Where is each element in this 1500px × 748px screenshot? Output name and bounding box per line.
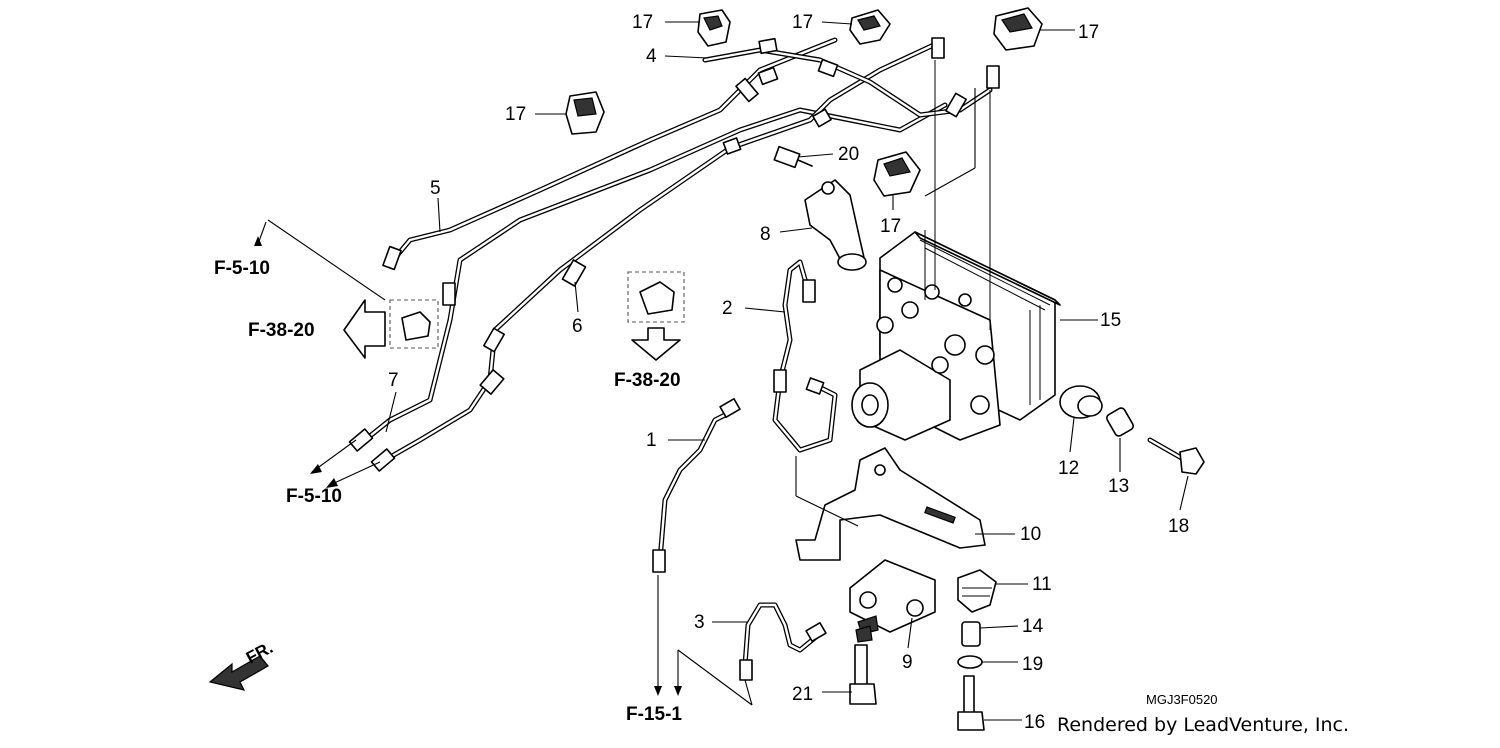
callout-2[interactable]: 2 xyxy=(722,298,733,319)
callout-18[interactable]: 18 xyxy=(1168,516,1189,537)
part-callouts: 1 2 3 4 5 6 7 8 9 10 11 12 13 14 15 16 1… xyxy=(388,12,1189,733)
callout-9[interactable]: 9 xyxy=(902,652,913,673)
ref-f-38-20-left[interactable]: F-38-20 xyxy=(248,320,315,341)
callout-3[interactable]: 3 xyxy=(694,612,705,633)
reference-arrows xyxy=(208,219,753,706)
callout-14[interactable]: 14 xyxy=(1022,616,1044,637)
joint-and-bolt xyxy=(773,145,867,271)
callout-17-left[interactable]: 17 xyxy=(505,104,526,125)
section-references: F-5-10 F-38-20 F-5-10 F-38-20 F-15-1 xyxy=(214,258,682,725)
pipe-clamps xyxy=(565,7,1043,197)
ref-f-5-10-upper[interactable]: F-5-10 xyxy=(214,258,270,279)
callout-15[interactable]: 15 xyxy=(1100,310,1121,331)
credit-text: Rendered by LeadVenture, Inc. xyxy=(1057,714,1349,736)
callout-7[interactable]: 7 xyxy=(388,370,399,391)
ref-f-15-1[interactable]: F-15-1 xyxy=(626,704,682,725)
callout-5[interactable]: 5 xyxy=(430,178,441,199)
callout-21[interactable]: 21 xyxy=(792,684,813,705)
callout-1[interactable]: 1 xyxy=(646,430,657,451)
callout-17-top-center[interactable]: 17 xyxy=(792,12,813,33)
clip-insets xyxy=(389,271,685,349)
callout-10[interactable]: 10 xyxy=(1020,524,1041,545)
callout-12[interactable]: 12 xyxy=(1058,458,1079,479)
ref-f-5-10-lower[interactable]: F-5-10 xyxy=(286,486,342,507)
bracket xyxy=(795,447,986,561)
callout-11[interactable]: 11 xyxy=(1032,574,1052,595)
delay-valve xyxy=(849,559,936,635)
diagram-code: MGJ3F0520 xyxy=(1146,692,1218,707)
brake-pipes xyxy=(348,37,1000,681)
abs-modulator xyxy=(851,60,1061,441)
ref-f-38-20-center[interactable]: F-38-20 xyxy=(614,370,681,391)
callout-8[interactable]: 8 xyxy=(760,224,771,245)
callout-17-top-left[interactable]: 17 xyxy=(632,12,653,33)
callout-4[interactable]: 4 xyxy=(646,46,657,67)
callout-13[interactable]: 13 xyxy=(1108,476,1129,497)
callout-6[interactable]: 6 xyxy=(572,316,583,337)
hardware xyxy=(849,385,1205,731)
callout-19[interactable]: 19 xyxy=(1022,654,1043,675)
callout-17-center[interactable]: 17 xyxy=(880,216,901,237)
leader-lines xyxy=(385,21,1189,721)
callout-20[interactable]: 20 xyxy=(838,144,859,165)
callout-17-top-right[interactable]: 17 xyxy=(1078,22,1099,43)
callout-16[interactable]: 16 xyxy=(1024,712,1045,733)
